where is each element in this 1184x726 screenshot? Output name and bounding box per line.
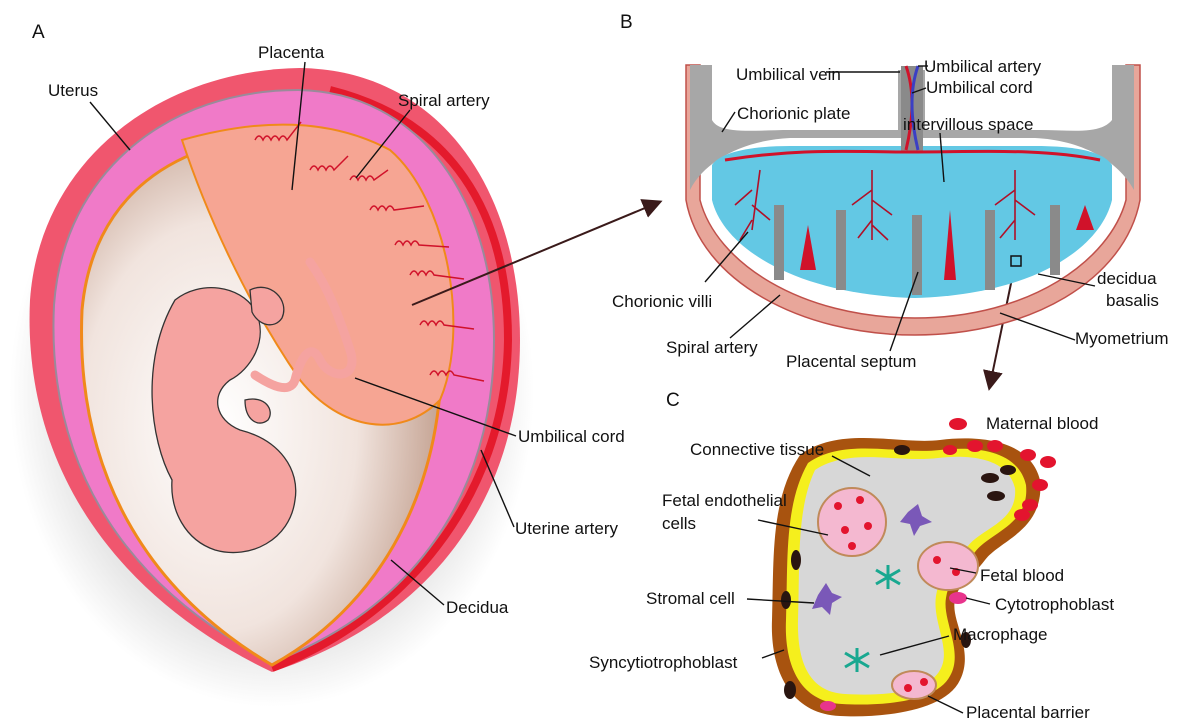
label-cytotrophoblast: Cytotrophoblast [995, 595, 1114, 614]
label-maternal-blood: Maternal blood [986, 414, 1098, 433]
label-placenta: Placenta [258, 43, 325, 62]
label-umbilical-vein: Umbilical vein [736, 65, 841, 84]
label-fetal-endothelial-2: cells [662, 514, 696, 533]
label-uterine-artery: Uterine artery [515, 519, 618, 538]
label-decidua: Decidua [446, 598, 509, 617]
label-spiral-artery-a: Spiral artery [398, 91, 490, 110]
label-syncytiotrophoblast: Syncytiotrophoblast [589, 653, 738, 672]
label-placental-barrier: Placental barrier [966, 703, 1090, 722]
label-chorionic-villi: Chorionic villi [612, 292, 712, 311]
panel-label-b: B [620, 12, 633, 33]
label-macrophage: Macrophage [953, 625, 1048, 644]
label-decidua-basalis-1: decidua [1097, 269, 1157, 288]
label-connective-tissue: Connective tissue [690, 440, 824, 459]
label-placental-septum: Placental septum [786, 352, 916, 371]
label-decidua-basalis-2: basalis [1106, 291, 1159, 310]
label-intervillous-space: intervillous space [903, 115, 1033, 134]
label-chorionic-plate: Chorionic plate [737, 104, 850, 123]
label-stromal-cell: Stromal cell [646, 589, 735, 608]
label-umbilical-artery: Umbilical artery [924, 57, 1042, 76]
label-spiral-artery-b: Spiral artery [666, 338, 758, 357]
label-myometrium: Myometrium [1075, 329, 1169, 348]
label-umbilical-cord-a: Umbilical cord [518, 427, 625, 446]
label-umbilical-cord-b: Umbilical cord [926, 78, 1033, 97]
panel-label-a: A [32, 22, 45, 43]
label-uterus: Uterus [48, 81, 98, 100]
panel-label-c: C [666, 390, 680, 411]
label-fetal-blood: Fetal blood [980, 566, 1064, 585]
label-fetal-endothelial-1: Fetal endothelial [662, 491, 787, 510]
